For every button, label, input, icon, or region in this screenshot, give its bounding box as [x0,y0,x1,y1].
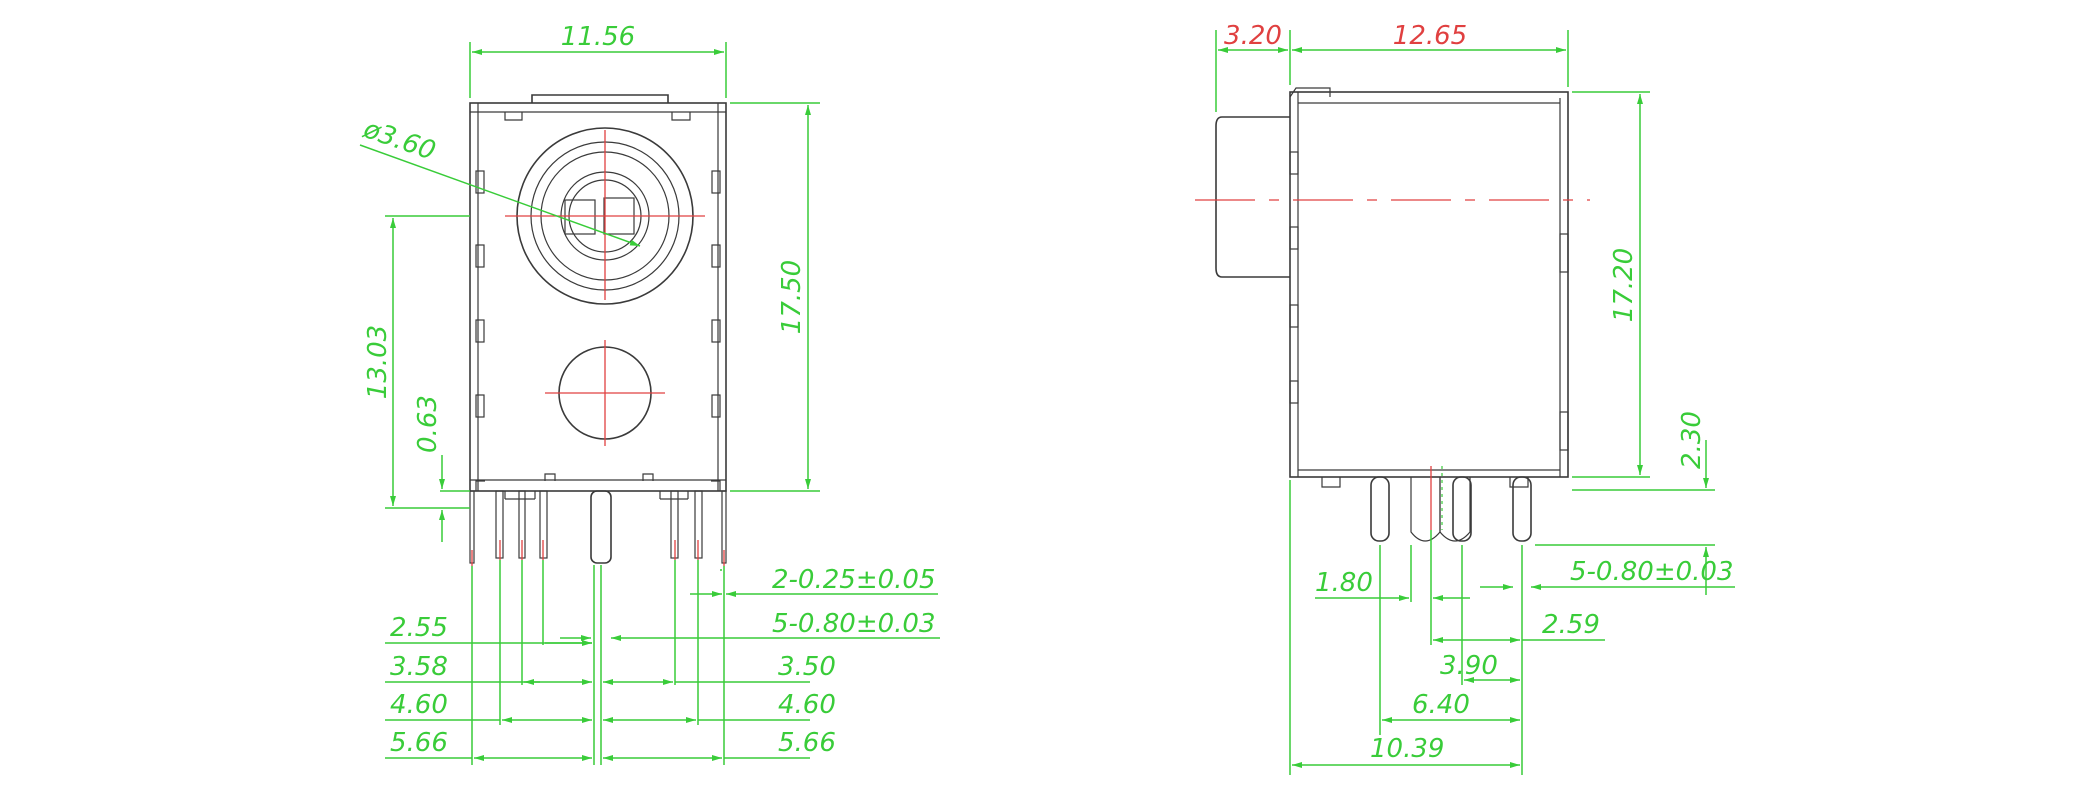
front-body-outline [469,94,727,492]
dim-side-1: 2.59 [1542,610,1600,640]
dim-bottom-offset-label: 0.63 [413,395,443,453]
dim-center-height: 13.03 [363,215,470,509]
dim-right-0: 3.50 [778,652,836,682]
side-body-outline [1215,87,1569,488]
dim-right-1: 4.60 [778,690,836,720]
front-extension-lines [471,560,725,765]
dim-side-4: 10.39 [1370,734,1444,764]
dim-left-2: 4.60 [390,690,448,720]
dim-pin-large: 5-0.80±0.03 [560,609,940,641]
dim-front-depth: 3.20 [1215,21,1291,112]
dim-side-0: 1.80 [1315,568,1373,598]
dim-side-pin-width-label: 5-0.80±0.03 [1570,557,1734,587]
dim-center-height-label: 13.03 [363,325,393,399]
dim-standoff: 2.30 [1535,411,1715,595]
dim-height-label: 17.50 [777,260,807,334]
dim-side-pin-width: 5-0.80±0.03 [1480,557,1735,590]
dim-left-3: 5.66 [390,728,448,758]
dim-pin-large-label: 5-0.80±0.03 [772,609,936,639]
dim-standoff-label: 2.30 [1677,411,1707,469]
dim-left-0: 2.55 [390,613,448,643]
side-pins [1370,466,1532,542]
dim-width-label: 11.56 [561,22,635,52]
dim-right-2: 5.66 [778,728,836,758]
side-extension-lines [1289,480,1523,775]
dim-body-depth-label: 12.65 [1393,21,1467,51]
dim-bottom-offset: 0.63 [413,395,470,542]
dim-body-depth: 12.65 [1292,21,1569,87]
dim-spacing-right: 3.50 4.60 5.66 [603,652,836,761]
dim-height: 17.50 [730,102,820,492]
dim-pin-small: 2-0.25±0.05 [690,565,938,597]
dim-width: 11.56 [469,22,727,98]
dim-side-spacings: 1.80 2.59 3.90 6.40 10.39 [1292,568,1605,768]
dim-left-1: 3.58 [390,652,448,682]
dim-pin-small-label: 2-0.25±0.05 [772,565,936,595]
jack-socket [505,127,705,305]
front-pins [469,490,727,566]
dim-side-3: 6.40 [1412,690,1470,720]
side-view: 3.20 12.65 17.20 2.30 5-0.80±0.03 [1195,21,1735,775]
dim-side-height-label: 17.20 [1609,248,1639,322]
dim-side-2: 3.90 [1440,651,1498,681]
dim-front-depth-label: 3.20 [1224,21,1282,51]
dim-spacing-left: 2.55 3.58 4.60 5.66 [385,613,592,761]
dim-diameter: ø3.60 [359,114,641,247]
front-view: 11.56 ø3.60 17.50 13.03 0.63 [359,22,940,765]
mounting-hole [545,340,665,446]
dim-side-height: 17.20 [1572,91,1650,478]
